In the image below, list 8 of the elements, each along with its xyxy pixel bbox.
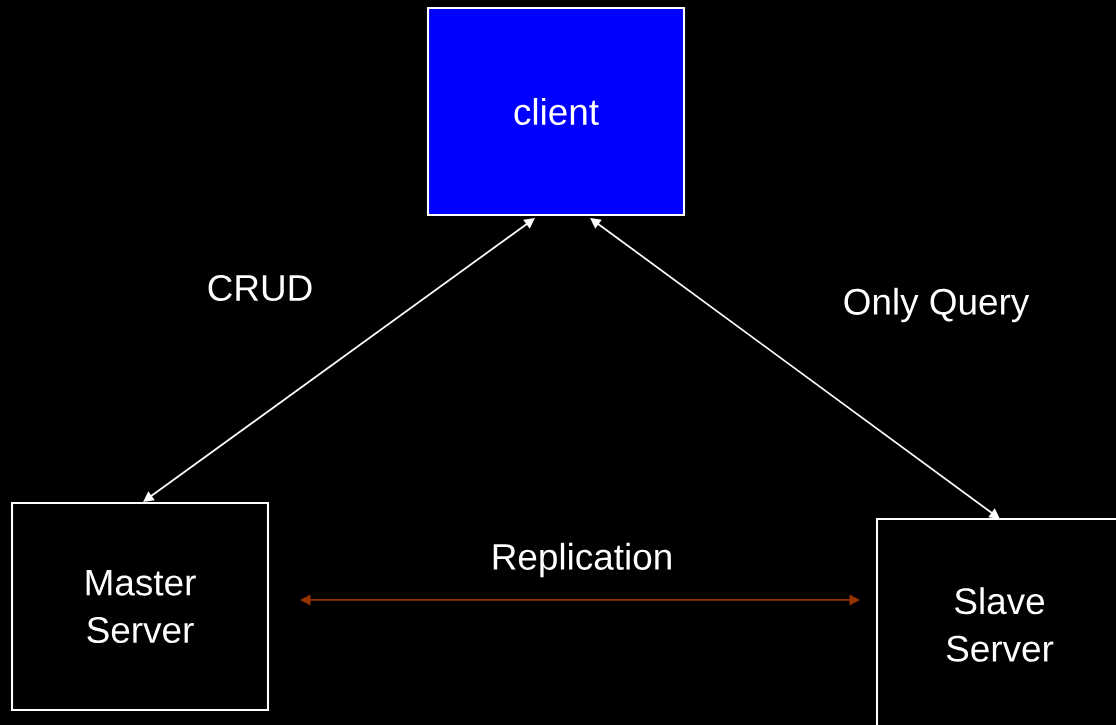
- server-box: Master Server: [10, 501, 270, 712]
- edge-label: Only Query: [844, 287, 1030, 323]
- server-box: client: [426, 6, 686, 217]
- edge-label: CRUD: [208, 274, 312, 302]
- arrow: [143, 218, 535, 502]
- server-box: Slave Server: [875, 517, 1116, 725]
- arrow: [590, 218, 1000, 519]
- edge-label: Replication: [493, 542, 671, 578]
